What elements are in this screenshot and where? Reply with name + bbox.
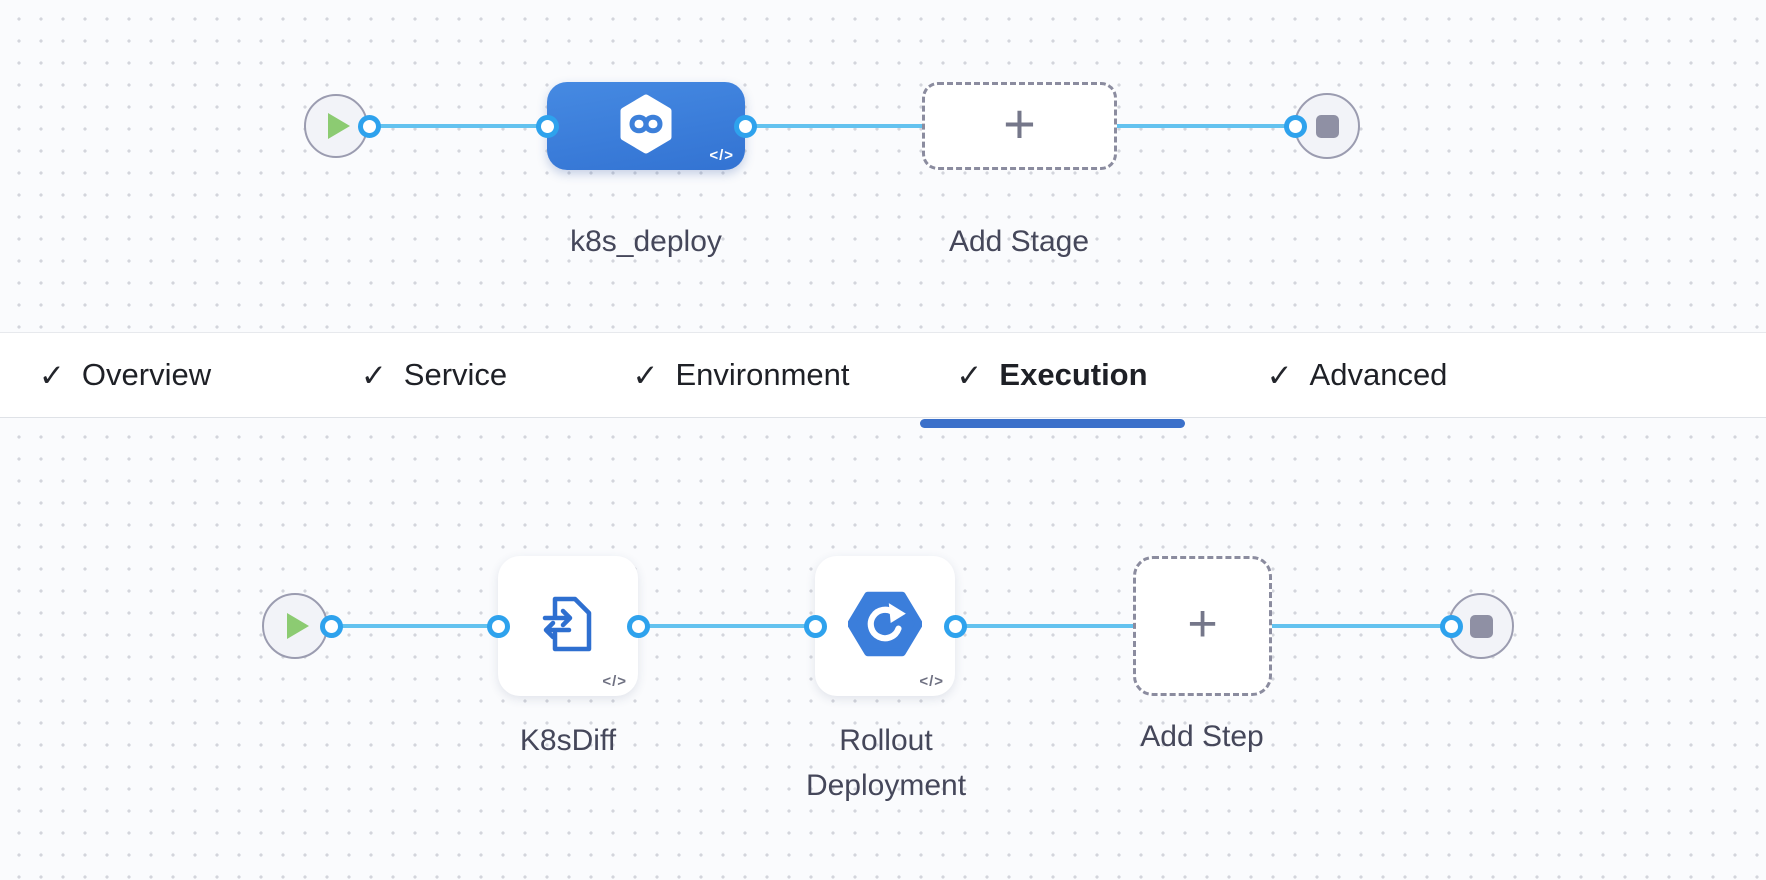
- check-icon: ✓: [38, 357, 65, 393]
- stage-label: k8s_deploy: [570, 225, 722, 258]
- stage-node-k8s-deploy[interactable]: </>: [547, 82, 745, 170]
- step-node-rollout-deployment[interactable]: </>: [815, 556, 955, 696]
- code-icon: </>: [602, 673, 627, 690]
- step-label: Rollout Deployment: [805, 724, 967, 802]
- connector-port[interactable]: [536, 115, 559, 138]
- stop-icon: [1315, 114, 1339, 138]
- execution-start-node: [262, 593, 328, 659]
- step-label: K8sDiff: [519, 724, 617, 757]
- tab-label: Execution: [999, 357, 1148, 392]
- k8s-diff-icon: [539, 595, 597, 658]
- code-icon: </>: [709, 147, 734, 164]
- tab-environment[interactable]: ✓ Environment: [632, 357, 849, 393]
- connector-port[interactable]: [487, 615, 510, 638]
- stage-graph-canvas: </> + k8s_deploy Add Stage: [0, 0, 1766, 332]
- tab-label: Environment: [675, 357, 850, 392]
- connector-port[interactable]: [320, 615, 343, 638]
- deploy-stage-icon: [614, 94, 678, 159]
- check-icon: ✓: [632, 357, 659, 393]
- plus-icon: +: [1003, 92, 1036, 155]
- connector-port[interactable]: [944, 615, 967, 638]
- tab-label: Service: [403, 357, 508, 392]
- check-icon: ✓: [360, 357, 387, 393]
- active-tab-indicator: [920, 419, 1185, 428]
- connector-port[interactable]: [734, 115, 757, 138]
- add-stage-button[interactable]: +: [922, 82, 1117, 170]
- play-icon: [287, 613, 309, 639]
- stop-icon: [1469, 614, 1493, 638]
- add-step-button[interactable]: +: [1133, 556, 1272, 696]
- plus-icon: +: [1187, 595, 1218, 653]
- code-icon: </>: [919, 673, 944, 690]
- connector-port[interactable]: [358, 115, 381, 138]
- tab-label: Overview: [81, 357, 212, 392]
- tab-service[interactable]: ✓ Service: [361, 357, 507, 393]
- check-icon: ✓: [1266, 357, 1293, 393]
- pipeline-start-node: [304, 94, 368, 158]
- add-stage-label: Add Stage: [948, 225, 1090, 258]
- connector-port[interactable]: [804, 615, 827, 638]
- connector-port[interactable]: [1284, 115, 1307, 138]
- k8s-rollout-icon: [847, 590, 923, 663]
- stage-config-tabbar: ✓ Overview ✓ Service ✓ Environment ✓ Exe…: [0, 332, 1766, 418]
- step-node-k8sdiff[interactable]: </>: [498, 556, 638, 696]
- play-icon: [328, 113, 350, 139]
- execution-graph-canvas: </> </> + K8sDiff Rollout Deployment Add…: [0, 418, 1766, 880]
- tab-advanced[interactable]: ✓ Advanced: [1267, 357, 1448, 393]
- add-step-label: Add Step: [1140, 720, 1264, 753]
- connector-line: [369, 124, 1295, 128]
- tab-overview[interactable]: ✓ Overview: [39, 357, 211, 393]
- connector-port[interactable]: [627, 615, 650, 638]
- connector-port[interactable]: [1440, 615, 1463, 638]
- tab-execution[interactable]: ✓ Execution: [956, 357, 1147, 393]
- tab-label: Advanced: [1309, 357, 1448, 392]
- check-icon: ✓: [956, 357, 983, 393]
